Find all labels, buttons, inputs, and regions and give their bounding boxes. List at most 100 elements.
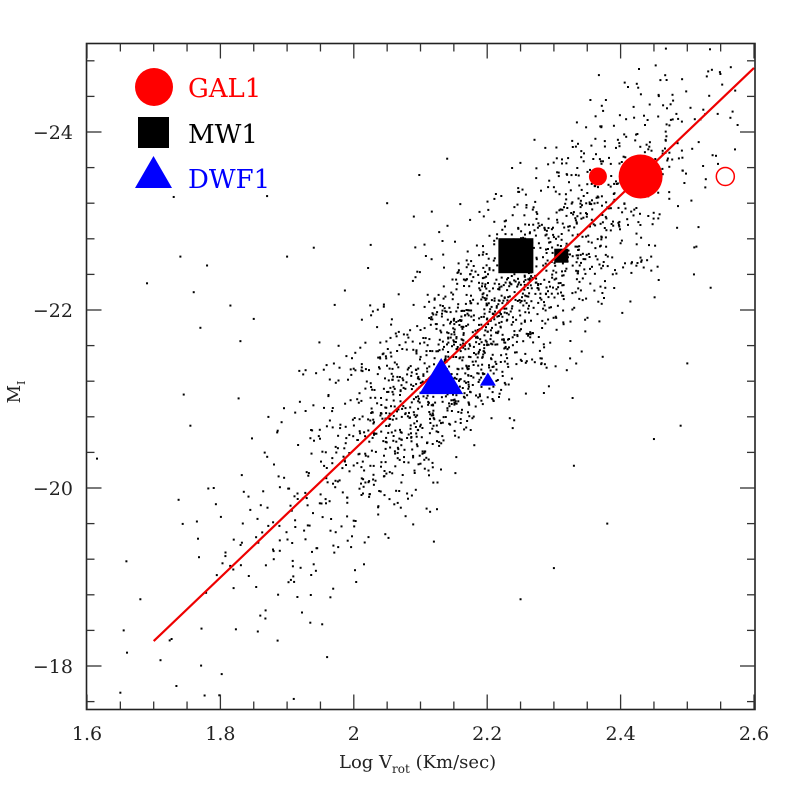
sample-point bbox=[484, 339, 487, 342]
sample-point bbox=[361, 460, 364, 463]
sample-point bbox=[581, 235, 584, 238]
sample-point bbox=[532, 223, 535, 226]
sample-point bbox=[547, 237, 550, 240]
sample-point bbox=[312, 512, 314, 515]
sample-point bbox=[570, 212, 573, 214]
sample-point bbox=[656, 265, 659, 268]
sample-point bbox=[442, 439, 445, 442]
sample-point bbox=[447, 341, 450, 344]
sample-point bbox=[518, 299, 521, 301]
sample-point bbox=[420, 436, 423, 439]
sample-point bbox=[602, 264, 604, 267]
sample-point bbox=[330, 518, 333, 520]
sample-point bbox=[576, 272, 579, 275]
sample-point bbox=[501, 338, 504, 341]
sample-point bbox=[529, 333, 532, 336]
sample-point bbox=[360, 477, 363, 480]
sample-point bbox=[486, 330, 489, 333]
sample-point bbox=[361, 415, 364, 418]
sample-point bbox=[272, 558, 275, 561]
sample-point bbox=[266, 195, 269, 198]
sample-point bbox=[419, 423, 422, 426]
sample-point bbox=[358, 418, 361, 421]
sample-point bbox=[432, 540, 435, 543]
y-tick-label: −24 bbox=[33, 122, 73, 144]
sample-point bbox=[581, 252, 584, 255]
sample-point bbox=[572, 464, 575, 467]
sample-point bbox=[387, 425, 390, 427]
sample-point bbox=[475, 336, 477, 339]
sample-point bbox=[297, 444, 300, 446]
sample-point bbox=[369, 419, 372, 422]
sample-point bbox=[419, 358, 421, 361]
sample-point bbox=[454, 240, 456, 243]
sample-point bbox=[426, 293, 429, 296]
sample-point bbox=[460, 315, 463, 318]
sample-point bbox=[571, 139, 574, 142]
sample-point bbox=[428, 300, 431, 303]
sample-point bbox=[547, 227, 550, 229]
sample-point bbox=[545, 252, 548, 254]
sample-point bbox=[399, 506, 402, 509]
sample-point bbox=[393, 405, 396, 408]
sample-point bbox=[481, 277, 484, 280]
sample-point bbox=[500, 320, 503, 323]
sample-point bbox=[577, 142, 579, 145]
sample-point bbox=[693, 118, 696, 121]
sample-point bbox=[440, 331, 443, 334]
sample-point bbox=[575, 222, 578, 225]
sample-point bbox=[595, 196, 598, 199]
sample-point bbox=[504, 281, 507, 284]
sample-point bbox=[413, 469, 416, 472]
sample-point bbox=[427, 469, 430, 472]
sample-point bbox=[504, 383, 507, 386]
sample-point bbox=[464, 348, 467, 351]
sample-point bbox=[418, 401, 421, 404]
sample-point bbox=[306, 504, 309, 507]
sample-point bbox=[651, 223, 654, 226]
sample-point bbox=[511, 214, 514, 217]
sample-point bbox=[412, 398, 415, 401]
sample-point bbox=[382, 303, 385, 306]
sample-point bbox=[577, 174, 580, 177]
sample-point bbox=[482, 292, 485, 295]
sample-point bbox=[307, 472, 310, 475]
sample-point bbox=[604, 99, 607, 101]
sample-point bbox=[492, 340, 495, 343]
sample-point bbox=[371, 411, 374, 414]
axis-ticks bbox=[86, 43, 755, 710]
sample-point bbox=[556, 292, 559, 295]
sample-point bbox=[482, 353, 485, 356]
sample-point bbox=[337, 379, 340, 382]
sample-point bbox=[428, 365, 431, 368]
sample-point bbox=[384, 533, 387, 536]
sample-point bbox=[477, 372, 480, 375]
sample-point bbox=[467, 385, 470, 388]
sample-point bbox=[332, 544, 335, 547]
sample-point bbox=[417, 375, 420, 378]
sample-point bbox=[492, 287, 494, 290]
sample-point bbox=[494, 310, 496, 313]
sample-point bbox=[323, 464, 326, 467]
sample-point bbox=[318, 341, 321, 344]
sample-point bbox=[387, 431, 390, 434]
sample-point bbox=[319, 493, 322, 496]
sample-point bbox=[552, 161, 555, 164]
sample-point bbox=[450, 399, 453, 402]
sample-point bbox=[524, 361, 527, 364]
sample-point bbox=[574, 291, 577, 294]
sample-point bbox=[309, 621, 312, 624]
sample-point bbox=[630, 262, 633, 265]
sample-point bbox=[491, 343, 494, 346]
sample-point bbox=[543, 346, 546, 349]
sample-point bbox=[412, 215, 415, 218]
sample-point bbox=[470, 280, 473, 283]
sample-point bbox=[581, 204, 583, 207]
sample-point bbox=[729, 116, 732, 119]
sample-point bbox=[493, 299, 496, 302]
sample-point bbox=[388, 412, 391, 415]
sample-point bbox=[535, 217, 538, 220]
sample-point bbox=[630, 210, 633, 213]
sample-point bbox=[496, 264, 499, 267]
sample-point bbox=[609, 207, 612, 210]
